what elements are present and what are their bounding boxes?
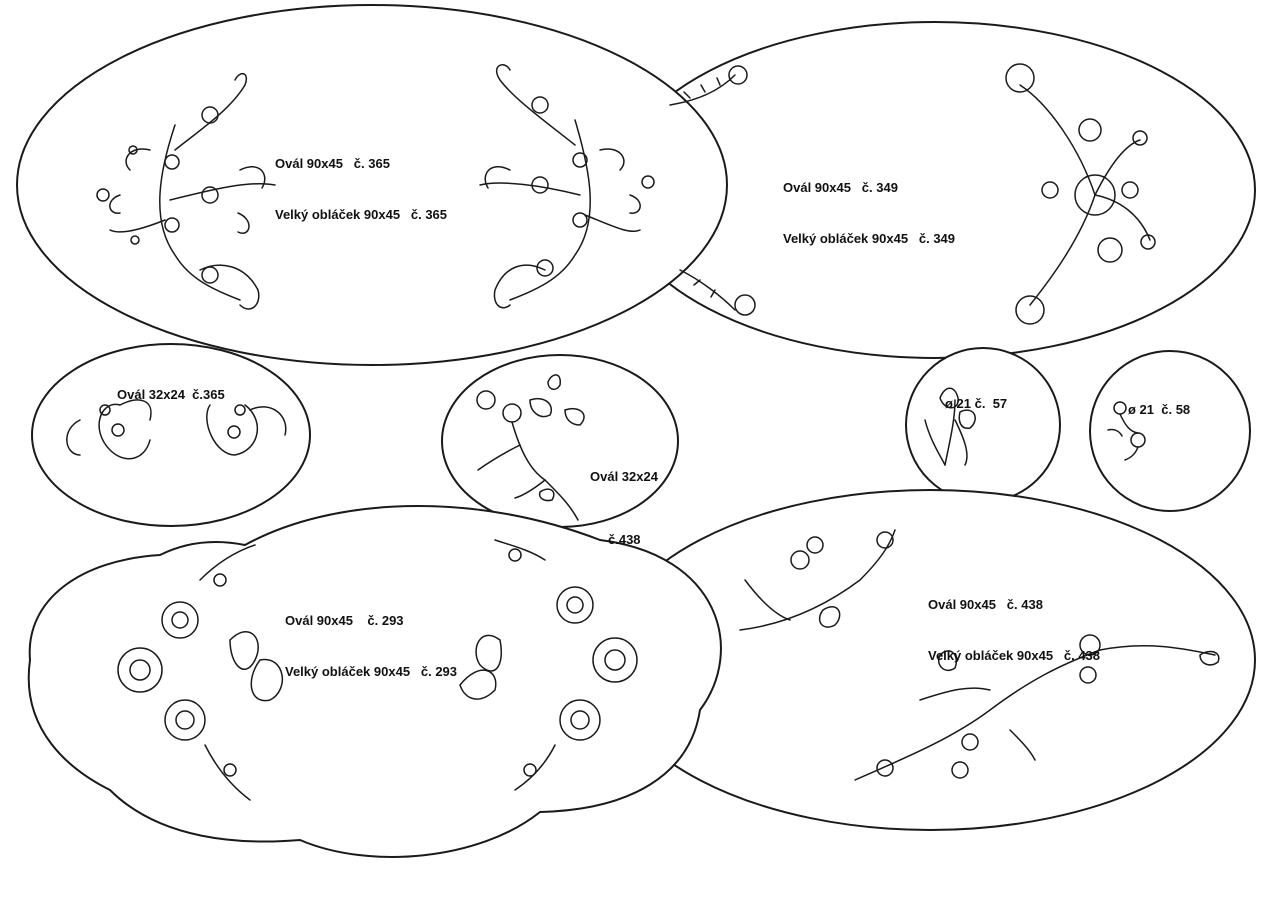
motif-spray-349-right [1005,63,1156,325]
label-oval-365-small: Ovál 32x24 č.365 [117,352,225,420]
label-line: Velký obláček 90x45 č. 349 [783,231,956,246]
label-line: Ovál 32x24 [590,469,658,484]
motif-spray-349-left [669,65,756,316]
label-circle-58: ø 21 č. 58 [1128,367,1190,435]
motif-bouquet-293-right [459,539,638,791]
motif-spray-438-large [739,529,1220,781]
label-cloud-293: Ovál 90x45 č. 293 Velký obláček 90x45 č.… [285,578,457,697]
label-line: Velký obláček 90x45 č. 365 [275,207,448,222]
label-line: Ovál 90x45 č. 438 [928,597,1043,612]
outline-oval-365-small [31,343,311,527]
motif-flower-58 [1107,401,1146,461]
label-circle-57: ø 21 č. 57 [945,361,1007,429]
label-oval-438-large: Ovál 90x45 č. 438 Velký obláček 90x45 č.… [928,562,1100,681]
label-line: Velký obláček 90x45 č. 438 [928,648,1101,663]
label-line: Ovál 90x45 č. 293 [285,613,404,628]
label-line: ø 21 č. 58 [1128,402,1191,417]
outline-cloud-293 [27,505,722,858]
motif-bouquet-293-left [117,544,284,801]
motif-flower-57 [924,387,976,466]
label-line: Ovál 32x24 č.365 [117,387,225,402]
label-oval-438-small: Ovál 32x24 č.438 [590,434,658,565]
motif-scroll-365-left [96,73,276,310]
outline-circle-58 [1089,350,1251,512]
label-line: ø 21 č. 57 [945,396,1008,411]
label-line: Ovál 90x45 č. 349 [783,180,898,195]
motif-flower-438-small [476,374,585,521]
motif-scroll-365-small [66,399,287,460]
label-oval-365-large: Ovál 90x45 č. 365 Velký obláček 90x45 č.… [275,121,447,240]
label-line: Ovál 90x45 č. 365 [275,156,390,171]
label-oval-349: Ovál 90x45 č. 349 Velký obláček 90x45 č.… [783,145,955,264]
motif-scroll-365-right [479,64,655,309]
label-line: č.438 [608,532,641,547]
label-line: Velký obláček 90x45 č. 293 [285,664,458,679]
